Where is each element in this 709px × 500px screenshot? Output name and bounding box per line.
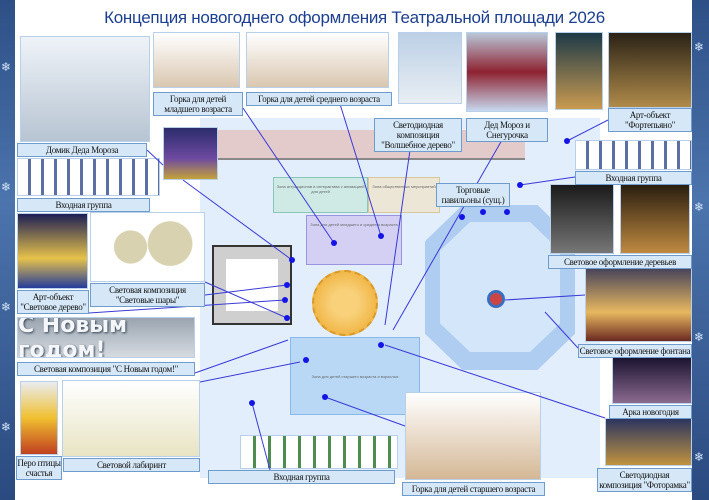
label-fountain-lighting: Световое оформление фонтана <box>578 344 692 358</box>
label-slide-young: Горка для детей младшего возраста <box>153 92 243 116</box>
slide-older-image <box>405 392 541 480</box>
zone-public-events: Зона общественных мероприятий <box>368 177 440 213</box>
snowflake-icon: ❄ <box>1 300 12 314</box>
fountain-image <box>585 268 692 342</box>
label-entrance-bottom: Входная группа <box>208 470 395 484</box>
banner-text: С Новым годом! <box>18 317 128 358</box>
happy-new-year-image: С Новым годом! <box>17 317 195 358</box>
label-entrance-top-left: Входная группа <box>17 198 150 212</box>
label-tree-lighting: Световое оформление деревьев <box>548 255 692 269</box>
label-new-year-arch: Арка новогодия <box>609 405 692 419</box>
entrance-bottom-image <box>240 435 398 469</box>
snowflake-icon: ❄ <box>1 60 12 74</box>
fountain-center <box>487 290 505 308</box>
label-feather: Перо птицы счастья <box>16 456 62 480</box>
photo-frame-image <box>605 418 692 466</box>
tree-lighting-image-2 <box>620 184 690 254</box>
page-title: Концепция новогоднего оформления Театрал… <box>104 8 605 27</box>
entrance-right-image <box>575 140 692 170</box>
entrance-group-image <box>17 158 160 196</box>
light-tree-image <box>17 213 88 289</box>
label-photo-frame: Светодиодная композиция "Фоторамка" <box>597 468 692 492</box>
fountain-inner <box>440 222 560 352</box>
label-slide-older: Горка для детей старшего возраста <box>402 482 545 496</box>
label-ded-moroz: Дед Мороз и Снегурочка <box>466 118 548 142</box>
label-happy-new-year: Световая композиция "С Новым годом!" <box>17 362 195 376</box>
decorative-border-right: ❄ ❄ ❄ ❄ <box>692 0 709 500</box>
slide-middle-image <box>246 32 389 88</box>
magic-tree-image <box>398 32 462 104</box>
label-entrance-right: Входная группа <box>575 171 692 185</box>
slide-young-image <box>153 32 240 88</box>
label-trade-pavilions: Торговые павильоны (сущ.) <box>436 183 510 207</box>
tree-lighting-image-1 <box>550 184 614 254</box>
stage-structure <box>212 245 292 325</box>
feather-image <box>20 381 58 455</box>
zone-older-adults: Зона для детей старшего возраста и взрос… <box>290 337 420 415</box>
snowflake-icon: ❄ <box>694 450 705 464</box>
piano-image <box>608 32 692 108</box>
light-poles-image <box>163 127 218 180</box>
label-maze: Световой лабиринт <box>63 458 200 472</box>
label-slide-middle: Горка для детей среднего возраста <box>246 92 392 106</box>
label-light-tree: Арт-объект "Световое дерево" <box>17 290 89 314</box>
arch-image <box>612 357 692 404</box>
ded-moroz-house-image <box>20 36 150 142</box>
snowflake-icon: ❄ <box>1 180 12 194</box>
zone-young-middle: Зона для детей младшего и среднего возра… <box>306 215 402 265</box>
light-balls-image <box>90 212 205 282</box>
label-light-balls: Световая композиция "Световые шары" <box>90 283 205 307</box>
snowflake-icon: ❄ <box>694 40 705 54</box>
maze-image <box>62 380 200 457</box>
ded-moroz-image <box>466 32 548 112</box>
label-ded-moroz-house: Домик Деда Мороза <box>17 143 147 157</box>
round-light-installation <box>312 270 378 336</box>
zone-attractions: Зона аттракционов и интерактива с анимац… <box>273 177 368 213</box>
snowflake-icon: ❄ <box>694 330 705 344</box>
lights-image <box>555 32 603 110</box>
decorative-border-left: ❄ ❄ ❄ ❄ <box>0 0 15 500</box>
label-piano: Арт-объект "Фортепьяно" <box>608 108 692 132</box>
snowflake-icon: ❄ <box>1 420 12 434</box>
snowflake-icon: ❄ <box>694 200 705 214</box>
label-magic-tree: Светодиодная композиция "Волшебное дерев… <box>374 118 462 152</box>
